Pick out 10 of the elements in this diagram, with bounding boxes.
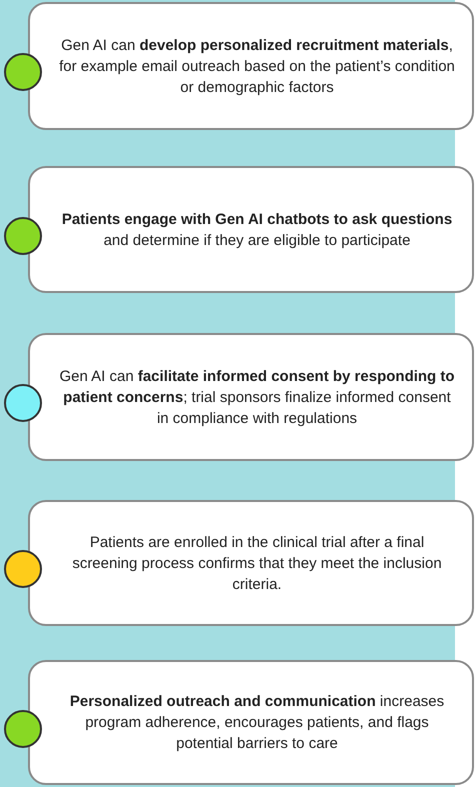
step-card (28, 660, 474, 785)
step-text: Personalized outreach and communication increases program adherence, encourages patients, and flags potential barriers to care (68, 692, 446, 754)
step-card (28, 333, 474, 461)
step-card (28, 166, 474, 293)
step-card (28, 500, 474, 626)
step-text: Gen AI can develop personalized recruitment materials, for example email outreach based on the patient’s condition or demographic factors (58, 36, 456, 98)
step-text: Patients engage with Gen AI chatbots to ask questions and determine if they are eligible to participate (60, 210, 454, 250)
step-text: Gen AI can facilitate informed consent by responding to patient concerns; trial sponsors finalize informed consent in compliance with regulations (58, 366, 456, 428)
step-text: Patients are enrolled in the clinical trial after a final screening process confirms that they meet the inclusion criteria. (71, 532, 443, 594)
step-card (28, 2, 474, 130)
